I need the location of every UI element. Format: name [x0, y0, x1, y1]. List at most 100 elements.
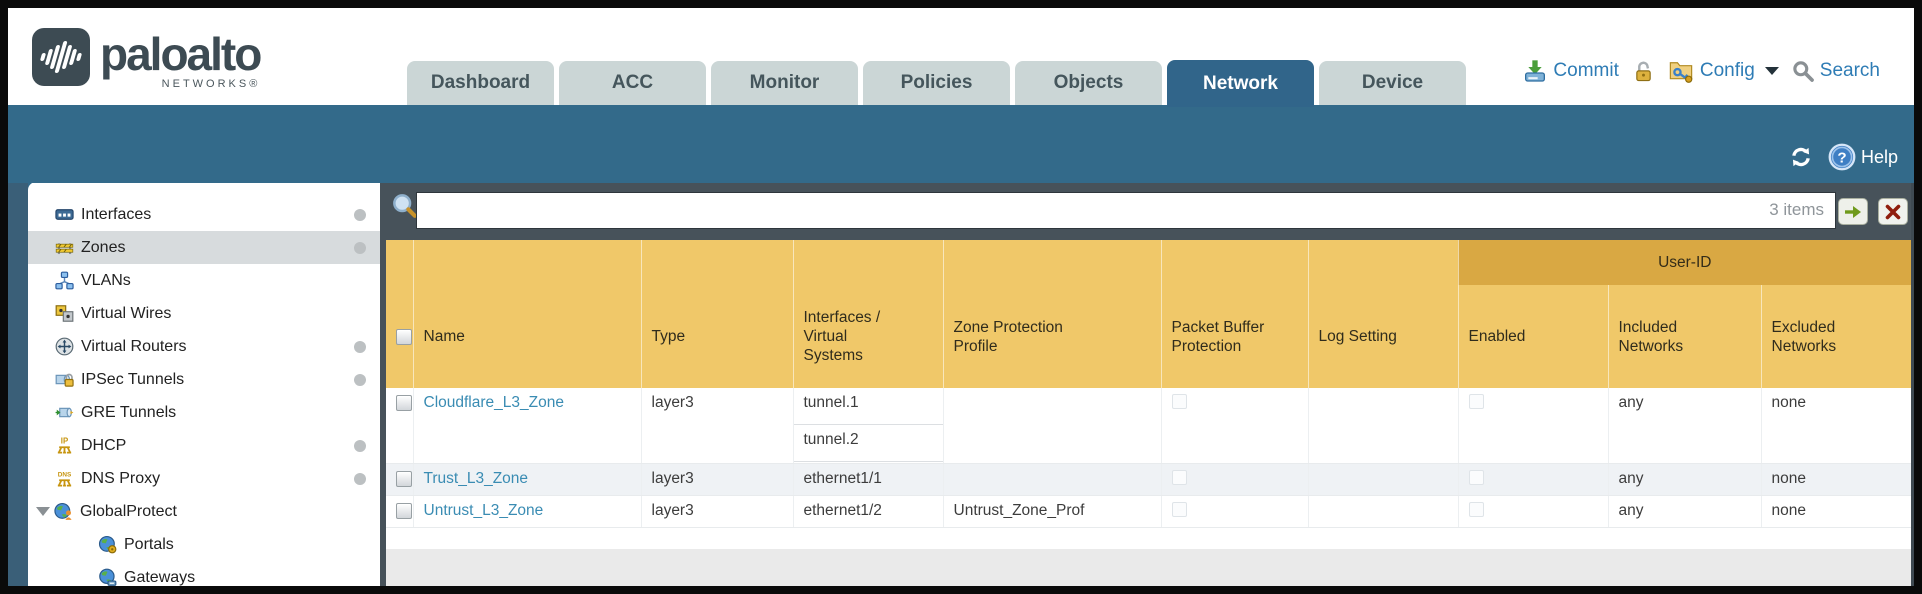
lock-icon[interactable]: [1632, 60, 1655, 83]
sidebar-item-virtual-wires[interactable]: Virtual Wires: [28, 297, 380, 330]
refresh-icon[interactable]: [1788, 144, 1814, 170]
header-checkbox-cell: [386, 240, 414, 388]
column-header-log-setting[interactable]: Log Setting: [1308, 240, 1459, 388]
excluded-networks-cell: none: [1761, 495, 1911, 528]
filter-search-icon: [393, 194, 417, 218]
sidebar-item-label: GRE Tunnels: [81, 403, 177, 421]
tab-objects[interactable]: Objects: [1015, 61, 1162, 105]
column-header-label: Zone Protection Profile: [953, 318, 1063, 355]
interface-entry: tunnel.1: [793, 388, 944, 425]
status-dot: [354, 373, 366, 386]
column-header-type[interactable]: Type: [641, 240, 794, 388]
chevron-down-icon: [1764, 67, 1779, 75]
tab-network[interactable]: Network: [1167, 60, 1314, 107]
tab-acc[interactable]: ACC: [559, 61, 706, 105]
zone-type-cell: layer3: [641, 463, 794, 496]
zone-protection-profile-cell: [943, 463, 1162, 496]
packet-buffer-protection-checkbox[interactable]: [1171, 394, 1187, 409]
virtual-routers-icon: [55, 337, 74, 356]
config-menu[interactable]: Config: [1668, 58, 1779, 84]
help-button[interactable]: ? Help: [1828, 143, 1898, 171]
row-checkbox-cell: [386, 495, 414, 528]
column-header-enabled[interactable]: Enabled: [1458, 285, 1609, 388]
column-header-packet-buffer-protection[interactable]: Packet Buffer Protection: [1161, 240, 1309, 388]
row-checkbox[interactable]: [396, 470, 412, 487]
user-id-enabled-checkbox[interactable]: [1468, 394, 1484, 409]
config-label: Config: [1699, 60, 1755, 81]
dhcp-icon: [55, 436, 74, 455]
sidebar-item-zones[interactable]: Zones: [28, 231, 380, 264]
sidebar-item-dhcp[interactable]: DHCP: [28, 429, 380, 462]
included-networks-cell: any: [1608, 388, 1762, 464]
commit-button[interactable]: Commit: [1523, 59, 1619, 83]
clear-filter-button[interactable]: [1878, 198, 1908, 225]
column-header-excluded-networks[interactable]: Excluded Networks: [1761, 285, 1911, 388]
config-icon: [1669, 62, 1693, 83]
apply-filter-button[interactable]: [1838, 198, 1868, 225]
gateways-icon: [98, 568, 117, 586]
zone-name-cell: Untrust_L3_Zone: [413, 495, 642, 528]
sidebar-item-interfaces[interactable]: Interfaces: [28, 198, 380, 231]
sidebar-item-vlans[interactable]: VLANs: [28, 264, 380, 297]
sidebar-item-label: Virtual Wires: [81, 304, 172, 322]
packet-buffer-protection-cell: [1161, 495, 1309, 528]
row-checkbox[interactable]: [396, 395, 412, 411]
select-all-checkbox[interactable]: [396, 328, 412, 345]
sidebar-item-portals[interactable]: Portals: [28, 528, 380, 561]
user-id-enabled-cell: [1458, 463, 1609, 496]
tab-policies[interactable]: Policies: [863, 61, 1010, 105]
column-header-label: Included Networks: [1618, 318, 1684, 355]
included-networks-cell: any: [1608, 463, 1762, 496]
search-label: Search: [1819, 60, 1880, 81]
sidebar-item-globalprotect[interactable]: GlobalProtect: [28, 495, 380, 528]
column-header-included-networks[interactable]: Included Networks: [1608, 285, 1762, 388]
interface-entry: ethernet1/2: [794, 495, 944, 526]
filter-input[interactable]: [416, 192, 1836, 229]
packet-buffer-protection-checkbox[interactable]: [1171, 501, 1187, 517]
dns-proxy-icon: [55, 469, 74, 488]
search-button[interactable]: Search: [1792, 60, 1880, 82]
sidebar-item-ipsec-tunnels[interactable]: IPSec Tunnels: [28, 363, 380, 396]
column-header-label: Interfaces / Virtual Systems: [803, 309, 881, 364]
packet-buffer-protection-cell: [1161, 463, 1309, 496]
sidebar-item-gateways[interactable]: Gateways: [28, 561, 380, 586]
svg-text:?: ?: [1837, 149, 1846, 166]
column-header-interfaces-virtual-systems[interactable]: Interfaces / Virtual Systems: [793, 240, 944, 388]
sidebar-item-virtual-routers[interactable]: Virtual Routers: [28, 330, 380, 363]
user-id-enabled-checkbox[interactable]: [1468, 469, 1484, 485]
tab-monitor[interactable]: Monitor: [711, 61, 858, 105]
logo-text: paloalto NETWORKS®: [100, 28, 262, 90]
log-setting-cell: [1308, 463, 1459, 496]
tab-dashboard[interactable]: Dashboard: [407, 61, 554, 105]
zone-name-link[interactable]: Cloudflare_L3_Zone: [423, 394, 564, 411]
sidebar-item-label: DHCP: [81, 436, 127, 454]
pane-divider: [380, 183, 386, 586]
group-header-user-id: User-ID: [1458, 240, 1911, 285]
help-label: Help: [1860, 146, 1898, 167]
packet-buffer-protection-checkbox[interactable]: [1171, 469, 1187, 485]
commit-label: Commit: [1553, 60, 1619, 81]
sidebar-item-gre-tunnels[interactable]: GRE Tunnels: [28, 396, 380, 429]
zone-protection-profile-cell: Untrust_Zone_Prof: [943, 495, 1162, 528]
virtual-wires-icon: [55, 304, 74, 323]
zone-name-cell: Trust_L3_Zone: [413, 463, 642, 496]
horizontal-scrollbar[interactable]: [386, 549, 1911, 586]
zone-name-link[interactable]: Trust_L3_Zone: [423, 469, 529, 487]
tab-device[interactable]: Device: [1319, 61, 1466, 105]
column-header-name[interactable]: Name: [413, 240, 642, 388]
filter-input-wrap: 3 items: [416, 192, 1836, 229]
zone-name-link[interactable]: Untrust_L3_Zone: [423, 501, 544, 519]
collapse-triangle-icon[interactable]: [36, 507, 50, 516]
row-checkbox[interactable]: [396, 502, 412, 519]
help-icon: ?: [1828, 143, 1856, 171]
column-header-zone-protection-profile[interactable]: Zone Protection Profile: [943, 240, 1162, 388]
column-header-label: Name: [423, 328, 465, 345]
sidebar-item-label: VLANs: [81, 271, 131, 289]
user-id-enabled-checkbox[interactable]: [1468, 501, 1484, 517]
sidebar-item-label: DNS Proxy: [81, 469, 161, 487]
sidebar-item-dns-proxy[interactable]: DNS Proxy: [28, 462, 380, 495]
